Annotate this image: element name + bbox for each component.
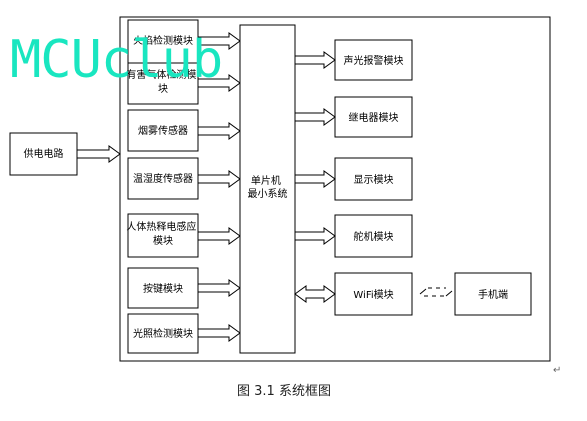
arrow-gas bbox=[197, 74, 241, 92]
arrow-key bbox=[197, 279, 241, 297]
wireless-link bbox=[419, 287, 453, 297]
light-detect-module-box bbox=[127, 313, 199, 354]
temp-humidity-sensor-label: 温湿度传感器 bbox=[133, 172, 193, 185]
paragraph-mark: ↵ bbox=[553, 365, 561, 376]
arrow-pir bbox=[197, 227, 241, 245]
phone-label: 手机端 bbox=[478, 288, 508, 301]
servo-module-label: 舵机模块 bbox=[354, 230, 394, 243]
arrow-display bbox=[294, 170, 336, 188]
arrow-servo bbox=[294, 227, 336, 245]
gas-detect-module-box bbox=[127, 62, 199, 105]
servo-module-box bbox=[334, 214, 413, 258]
gas-detect-module-label: 有害气体检测模 块 bbox=[126, 68, 199, 95]
mcu-minimum-system-label: 单片机 最小系统 bbox=[248, 174, 288, 200]
light-detect-module-label: 光照检测模块 bbox=[133, 327, 193, 340]
figure-caption: 图 3.1 系统框图 bbox=[237, 384, 331, 399]
arrow-wifi-bidirectional bbox=[294, 285, 336, 303]
wifi-module-box bbox=[334, 272, 413, 316]
display-module-box bbox=[334, 157, 413, 201]
display-module-label: 显示模块 bbox=[354, 174, 394, 186]
wifi-module-label: WiFi模块 bbox=[353, 289, 393, 301]
mcu-minimum-system-box bbox=[239, 24, 296, 354]
output-arrows bbox=[294, 51, 336, 303]
arrow-light bbox=[197, 324, 241, 342]
pir-sensor-module-label: 人体热释电感应 模块 bbox=[126, 220, 199, 247]
key-module-label: 按键模块 bbox=[143, 282, 183, 295]
arrow-smoke bbox=[197, 122, 241, 140]
arrow-alarm bbox=[294, 51, 336, 69]
sound-light-alarm-module-box bbox=[334, 39, 413, 81]
mcuclub-watermark: MCUclub bbox=[10, 30, 222, 90]
arrow-relay bbox=[294, 108, 336, 126]
power-arrow bbox=[76, 145, 121, 163]
power-supply-box bbox=[9, 132, 78, 176]
temp-humidity-sensor-box bbox=[127, 157, 199, 200]
smoke-sensor-label: 烟雾传感器 bbox=[138, 124, 188, 137]
arrow-temp-humidity bbox=[197, 170, 241, 188]
relay-module-label: 继电器模块 bbox=[349, 111, 399, 124]
relay-module-box bbox=[334, 96, 413, 138]
phone-box bbox=[454, 272, 532, 316]
system-frame bbox=[119, 16, 551, 362]
sound-light-alarm-module-label: 声光报警模块 bbox=[344, 54, 404, 67]
flame-detect-module-box bbox=[127, 19, 199, 64]
input-arrows bbox=[197, 32, 241, 342]
flame-detect-module-label: 火焰检测模块 bbox=[133, 34, 193, 47]
arrow-flame bbox=[197, 32, 241, 50]
power-supply-label: 供电电路 bbox=[24, 147, 64, 160]
